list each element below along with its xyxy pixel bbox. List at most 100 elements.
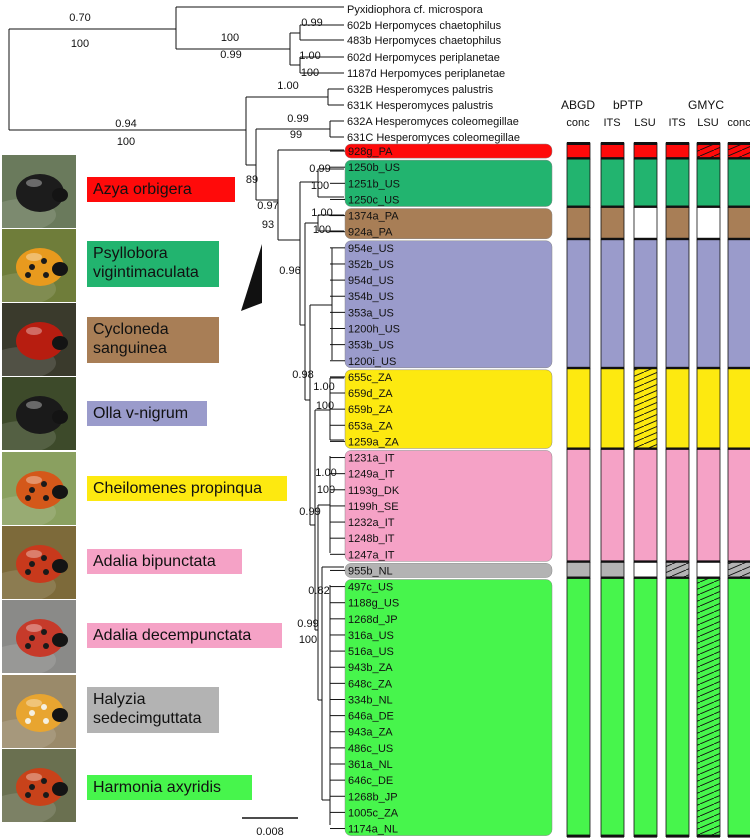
tip-label: 943b_ZA (348, 662, 393, 674)
species-block (727, 207, 750, 241)
species-block (665, 239, 690, 370)
tip-label: 648c_ZA (348, 678, 393, 690)
species-block (665, 207, 690, 241)
block-boundary (601, 834, 624, 838)
species-label: Cheilomenes propinqua (87, 476, 287, 501)
black-red-spot-ladybird-photo (2, 377, 76, 450)
tip-label: 659b_ZA (348, 404, 393, 416)
block-boundary (697, 447, 720, 451)
species-block (600, 368, 625, 450)
species-label: Harmonia axyridis (87, 775, 252, 800)
outgroup-tip-label: 1187d Herpomyces periplanetae (347, 68, 505, 80)
clade-box (344, 208, 553, 240)
block-boundary (666, 576, 689, 580)
species-block (600, 449, 625, 563)
species-block (600, 158, 625, 208)
tip-label: 1374a_PA (348, 211, 399, 223)
tip-label: 646a_DE (348, 711, 394, 723)
species-label: Psyllobora vigintimaculata (87, 241, 219, 287)
species-label: Cycloneda sanguinea (87, 317, 219, 363)
tip-label: 354b_US (348, 291, 394, 303)
species-block (665, 449, 690, 563)
block-boundary (728, 560, 750, 564)
block-boundary (567, 560, 590, 564)
block-boundary (728, 834, 750, 838)
block-boundary (697, 576, 720, 580)
block-boundary (666, 834, 689, 838)
species-block (696, 449, 721, 563)
support-value: 0.99 (301, 17, 322, 29)
block-boundary (567, 157, 590, 161)
block-boundary (601, 447, 624, 451)
species-block (727, 142, 750, 160)
tip-label: 1174a_NL (348, 824, 398, 836)
species-label: Adalia decempunctata (87, 623, 282, 648)
tip-label: 955b_NL (348, 565, 393, 577)
support-value: 1.00 (311, 207, 332, 219)
method-group-header: GMYC (688, 98, 724, 112)
block-boundary (666, 237, 689, 241)
support-value: 0.99 (220, 49, 241, 61)
species-block (696, 158, 721, 208)
outgroup-tip-label: 602b Herpomyces chaetophilus (347, 20, 502, 32)
tip-label: 1005c_ZA (348, 807, 399, 819)
support-value: 1.00 (313, 381, 334, 393)
block-boundary (601, 560, 624, 564)
outgroup-tip-label: 631C Hesperomyces coleomegillae (347, 132, 520, 144)
block-boundary (634, 237, 657, 241)
block-boundary (634, 366, 657, 370)
tip-label: 1232a_IT (348, 517, 395, 529)
tip-label: 924a_PA (348, 227, 393, 239)
clade-box (344, 579, 553, 836)
support-value: 0.82 (308, 585, 329, 597)
support-value: 0.97 (257, 200, 278, 212)
method-group-header: bPTP (613, 98, 643, 112)
block-boundary (728, 237, 750, 241)
tip-label: 334b_NL (348, 694, 393, 706)
block-boundary (601, 366, 624, 370)
tip-label: 516a_US (348, 646, 394, 658)
species-block (566, 158, 591, 208)
species-label: Halyzia sedecimguttata (87, 687, 219, 733)
method-group-header: ABGD (561, 98, 595, 112)
tip-label: 352b_US (348, 259, 394, 271)
block-boundary (567, 142, 590, 145)
black-hairy-beetle-photo (2, 155, 76, 228)
tip-label: 655c_ZA (348, 372, 393, 384)
support-value: 1.00 (299, 50, 320, 62)
orange-spotted-ladybird-photo (2, 229, 76, 302)
tip-label: 486c_US (348, 743, 393, 755)
support-value: 0.70 (69, 12, 90, 24)
tip-label: 1248b_IT (348, 533, 395, 545)
delimitation-column-bptp-lsu (633, 142, 658, 838)
delimitation-column-gmyc-lsu (696, 142, 721, 838)
block-boundary (666, 142, 689, 145)
outgroup-tip-label: 602d Herpomyces periplanetae (347, 52, 500, 64)
support-value: 1.00 (277, 80, 298, 92)
species-block (727, 239, 750, 370)
tip-label: 353b_US (348, 340, 394, 352)
outgroup-tip-label: 631K Hesperomyces palustris (347, 100, 494, 112)
tip-label: 653a_ZA (348, 420, 393, 432)
species-block (600, 578, 625, 837)
tip-label: 1247a_IT (348, 549, 395, 561)
block-boundary (601, 237, 624, 241)
support-value: 100 (301, 67, 319, 79)
ten-spot-ladybird-photo (2, 600, 76, 673)
block-boundary (634, 834, 657, 838)
tip-label: 954e_US (348, 243, 394, 255)
support-value: 100 (316, 400, 334, 412)
species-block (696, 207, 721, 241)
support-value: 0.99 (287, 113, 308, 125)
block-boundary (728, 447, 750, 451)
support-value: 89 (246, 174, 258, 186)
block-boundary (634, 447, 657, 451)
outgroup-tip-label: 483b Herpomyces chaetophilus (347, 35, 502, 47)
species-label: Olla v-nigrum (87, 401, 207, 426)
tip-label: 361a_NL (348, 759, 393, 771)
species-block (665, 561, 690, 579)
method-column-header: conc (727, 117, 750, 129)
species-label: Azya orbigera (87, 177, 235, 202)
support-value: 100 (317, 484, 335, 496)
